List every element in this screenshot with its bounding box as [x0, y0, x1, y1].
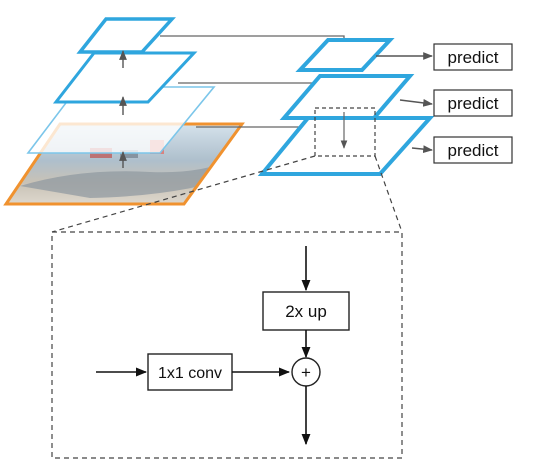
bottom-up-level-2 — [52, 51, 198, 104]
predict-box-3: predict — [433, 136, 513, 164]
merge-symbol: + — [301, 363, 311, 382]
lateral-conv-label: 1x1 conv — [158, 365, 222, 382]
detail-frame — [51, 231, 403, 459]
zoom-region — [314, 107, 376, 157]
predict-box-2: predict — [433, 89, 513, 117]
predict-label-1: predict — [447, 48, 498, 67]
upsample-box: 2x up — [262, 291, 350, 331]
lateral-conv-box: 1x1 conv — [147, 353, 233, 391]
zoom-guides — [51, 155, 403, 233]
bottom-up-pathway — [3, 17, 245, 206]
prediction-arrows — [376, 52, 433, 154]
predict-label-3: predict — [447, 141, 498, 160]
merge-node: + — [291, 357, 321, 387]
merge-detail-block: 2x up 1x1 conv + — [51, 231, 403, 459]
predict-label-2: predict — [447, 94, 498, 113]
bottom-up-level-1 — [76, 17, 176, 54]
upsample-label: 2x up — [285, 302, 327, 321]
top-down-pathway — [257, 38, 435, 176]
top-down-level-1 — [295, 38, 395, 72]
top-down-level-2 — [279, 74, 415, 120]
predict-box-1: predict — [433, 43, 513, 71]
